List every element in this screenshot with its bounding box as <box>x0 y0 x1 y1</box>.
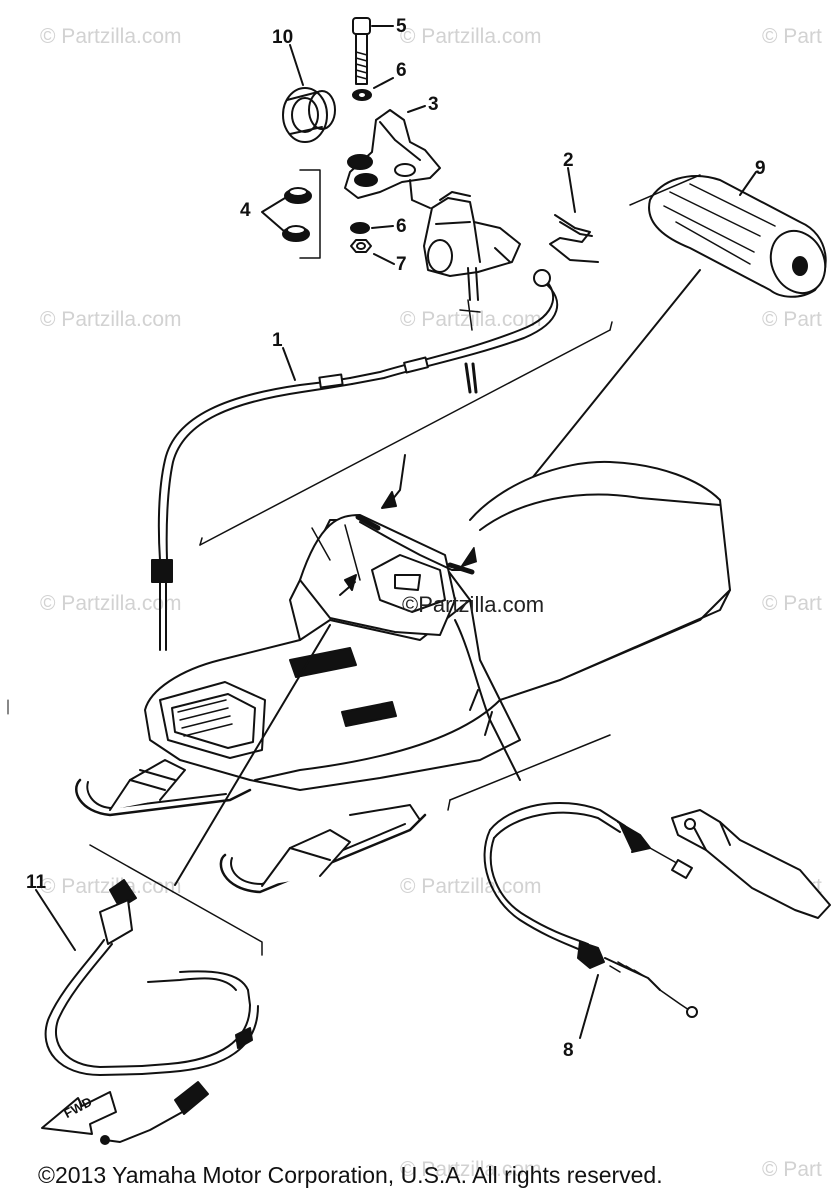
watermark: © Part <box>762 1158 822 1181</box>
part-2-clip <box>549 214 599 263</box>
center-watermark: ©Partzilla.com <box>402 592 545 617</box>
leader-6 <box>373 77 394 89</box>
callout-7: 7 <box>396 254 407 275</box>
leader-7 <box>373 253 395 265</box>
part-9-grip <box>648 175 827 298</box>
snowmobile <box>75 460 731 894</box>
part-11-choke-cable <box>44 879 259 1145</box>
fwd-arrow <box>41 1091 117 1135</box>
leader-11-to-machine <box>174 624 331 886</box>
callout-4: 4 <box>240 200 251 221</box>
callout-9: 9 <box>755 158 766 179</box>
callout-2: 2 <box>563 150 574 171</box>
throttle-housing <box>409 179 521 301</box>
leader-9 <box>739 171 757 196</box>
watermark: © Partzilla.com <box>400 25 542 48</box>
callout-8: 8 <box>563 1040 574 1061</box>
part-7-nut <box>350 239 372 253</box>
leader-2 <box>567 167 576 213</box>
group-divider <box>89 844 263 956</box>
group-divider <box>629 174 701 206</box>
watermark: © Partzilla.com <box>40 308 182 331</box>
part-1-throttle-cable <box>151 269 559 651</box>
callout-5: 5 <box>396 16 407 37</box>
watermark: © Partzilla.com <box>40 592 182 615</box>
leader-3 <box>407 105 426 113</box>
callout-6: 6 <box>396 60 407 81</box>
callout-11: 11 <box>26 872 47 893</box>
watermark: © Partzilla.com <box>400 1158 542 1181</box>
part-5-bolt <box>352 17 371 85</box>
watermark: © Part <box>762 592 822 615</box>
leader-1 <box>282 347 296 381</box>
callout-1: 1 <box>272 330 283 351</box>
leader-6b <box>371 225 394 229</box>
part-3-bracket <box>344 109 441 199</box>
callout-6b: 6 <box>396 216 407 237</box>
group-divider <box>449 734 611 801</box>
watermark: © Partzilla.com <box>40 875 182 898</box>
group-divider <box>199 329 611 546</box>
leader-8-to-machine <box>454 619 521 781</box>
leader-8 <box>579 974 599 1039</box>
watermark: © Part <box>762 25 822 48</box>
leader-4 <box>261 197 286 233</box>
copyright-notice: ©2013 Yamaha Motor Corporation, U.S.A. A… <box>38 1162 663 1188</box>
leader-10 <box>289 44 304 86</box>
brake-lever <box>671 809 831 919</box>
part-8-brake-cable <box>483 801 698 1018</box>
callout-10: 10 <box>272 27 294 48</box>
watermark: © Partzilla.com <box>400 875 542 898</box>
part-6-washer <box>352 89 372 101</box>
leader-11 <box>35 889 76 951</box>
watermark: © Part <box>762 308 822 331</box>
part-6-washer-lower <box>350 222 370 234</box>
part-10-bushing <box>282 87 336 143</box>
callout-3: 3 <box>428 94 439 115</box>
watermark: © Partzilla.com <box>40 25 182 48</box>
part-4-dampers <box>282 169 321 259</box>
